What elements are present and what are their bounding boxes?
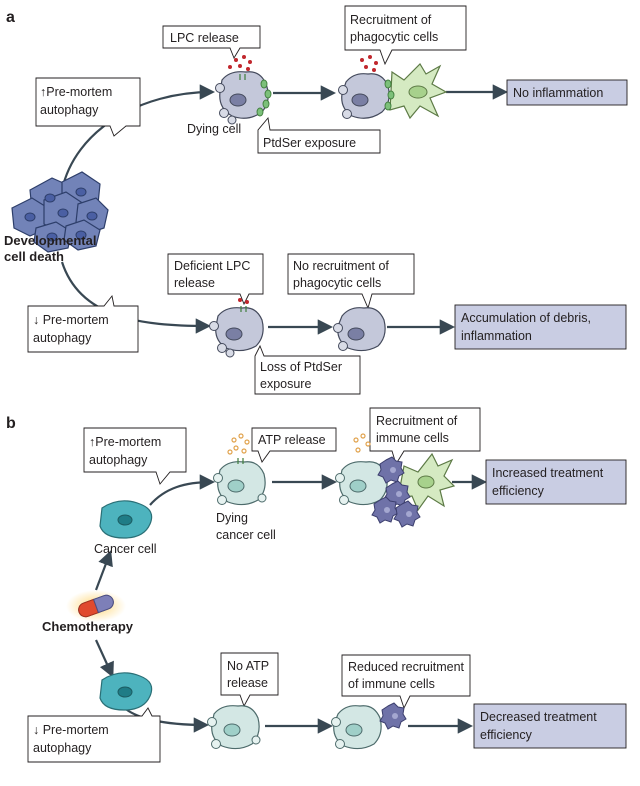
dying-cell-deficient-a (209, 298, 264, 358)
outcome-no-inflammation (506, 79, 628, 106)
outcome-increased-treatment (485, 459, 627, 505)
developmental-cell-cluster (11, 171, 109, 253)
dying-cancer-line2: cancer cell (216, 528, 276, 542)
callout-up-autophagy-b (83, 427, 187, 485)
cancer-cell (99, 500, 153, 539)
callout-down-autophagy-b (27, 707, 161, 763)
callout-reduced-recruitment (341, 654, 471, 710)
arrow-b-upper-branch (149, 474, 216, 506)
dying-cancer-cell-with-immune-b (335, 433, 456, 528)
callout-deficient-lpc (167, 253, 264, 306)
outcome-debris-inflammation (454, 304, 627, 350)
panel-b-label: b (6, 415, 16, 432)
deficient-lpc-line1: Deficient LPC (174, 259, 250, 273)
down-autophagy-a-line1: ↓ Pre-mortem (33, 313, 109, 327)
dying-cancer-cell-lower-b (207, 705, 261, 750)
no-recruitment-line1: No recruitment of (293, 259, 389, 273)
no-recruitment-line2: phagocytic cells (293, 276, 381, 290)
callout-up-autophagy-a (35, 77, 141, 137)
dying-cell-a (215, 55, 272, 125)
up-autophagy-a-line2: autophagy (40, 103, 99, 117)
dying-cell-with-phagocyte-a (338, 55, 448, 120)
recruitment-b-line1: Recruitment of (376, 414, 458, 428)
outcome-increased-line2: efficiency (492, 484, 545, 498)
down-autophagy-b-line1: ↓ Pre-mortem (33, 723, 109, 737)
dying-cell-label: Dying cell (187, 122, 241, 136)
arrow-chemo-to-cancer (94, 550, 113, 591)
ptdser-label: PtdSer exposure (263, 136, 356, 150)
no-atp-line1: No ATP (227, 659, 269, 673)
recruitment-a-line1: Recruitment of (350, 13, 432, 27)
reduced-recruitment-line1: Reduced recruitment (348, 660, 465, 674)
up-autophagy-b-line1: ↑Pre-mortem (89, 435, 161, 449)
callout-ptdser (257, 116, 381, 154)
outcome-no-inflammation-text: No inflammation (513, 86, 603, 100)
up-autophagy-b-line2: autophagy (89, 453, 148, 467)
down-autophagy-b-line2: autophagy (33, 741, 92, 755)
outcome-decreased-line2: efficiency (480, 728, 533, 742)
lpc-release-label: LPC release (170, 31, 239, 45)
callout-down-autophagy-a (27, 294, 139, 353)
down-autophagy-a-line2: autophagy (33, 331, 92, 345)
outcome-increased-line1: Increased treatment (492, 466, 604, 480)
outcome-debris-line2: inflammation (461, 329, 532, 343)
panel-a-label: a (6, 9, 15, 26)
callout-loss-ptdser (254, 344, 361, 395)
loss-ptdser-line1: Loss of PtdSer (260, 360, 342, 374)
developmental-label-line1: Developmental (4, 233, 96, 248)
chemotherapy-pill-icon (66, 590, 126, 622)
reduced-recruitment-line2: of immune cells (348, 677, 435, 691)
dying-cancer-cell-reduced-b (331, 702, 407, 750)
callout-no-recruitment (287, 253, 415, 310)
loss-ptdser-line2: exposure (260, 377, 311, 391)
dying-cell-unrecruited-a (333, 307, 386, 352)
outcome-decreased-line1: Decreased treatment (480, 710, 597, 724)
arrow-chemo-to-lower (94, 639, 114, 678)
no-atp-line2: release (227, 676, 268, 690)
callout-recruitment-phagocytes (344, 5, 467, 66)
callout-no-atp (220, 652, 279, 708)
callout-lpc-release (162, 25, 261, 60)
chemotherapy-label: Chemotherapy (42, 619, 134, 634)
cancer-cell-lower (99, 672, 153, 711)
deficient-lpc-line2: release (174, 276, 215, 290)
callout-atp-release (251, 427, 337, 463)
callout-recruitment-immune (369, 407, 481, 466)
outcome-debris-line1: Accumulation of debris, (461, 311, 591, 325)
up-autophagy-a-line1: ↑Pre-mortem (40, 85, 112, 99)
atp-release-label: ATP release (258, 433, 326, 447)
developmental-label-line2: cell death (4, 249, 64, 264)
outcome-decreased-treatment (473, 703, 627, 749)
recruitment-a-line2: phagocytic cells (350, 30, 438, 44)
dying-cancer-cell-b (213, 433, 267, 506)
dying-cancer-line1: Dying (216, 511, 248, 525)
cancer-cell-label: Cancer cell (94, 542, 157, 556)
recruitment-b-line2: immune cells (376, 431, 449, 445)
